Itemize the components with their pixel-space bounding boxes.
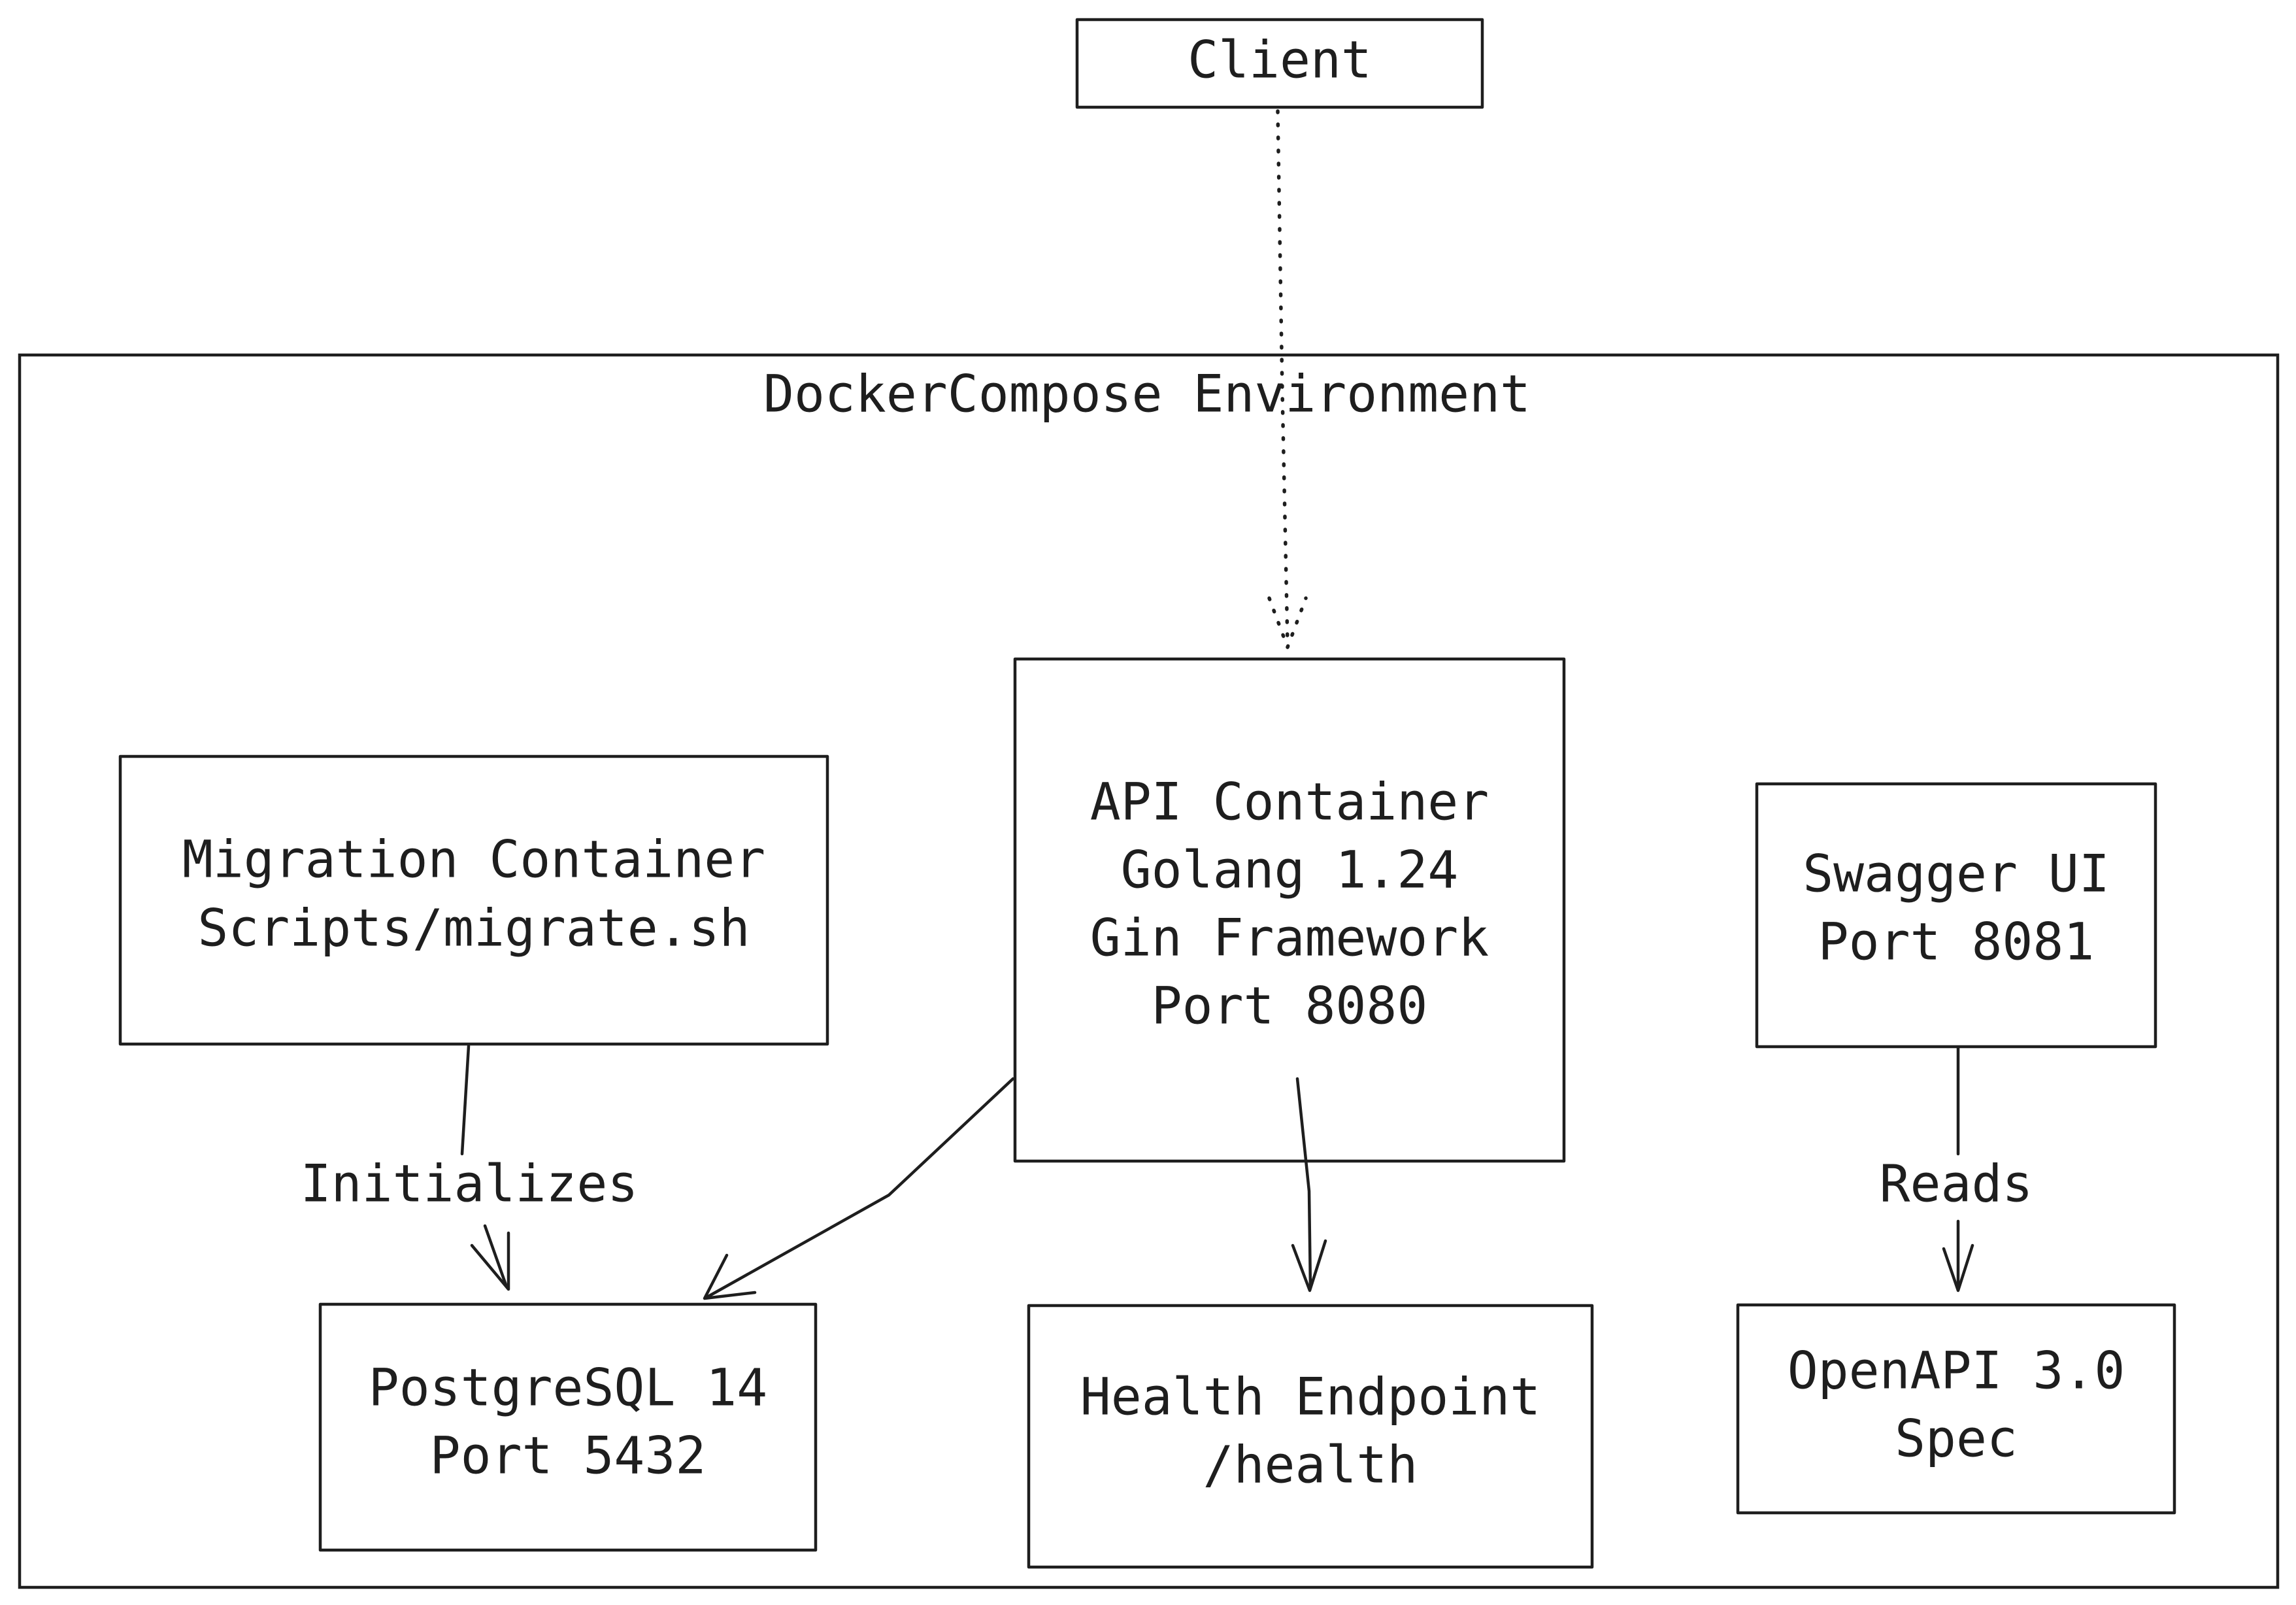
health-endpoint-node: Health Endpoint /health: [1027, 1304, 1594, 1569]
client-label: Client: [1188, 31, 1372, 90]
migration-container-line-2: Scripts/migrate.sh: [197, 899, 750, 958]
edge-api-to-postgres: [703, 1077, 1015, 1300]
edge-client-to-api-arrowhead: [1267, 596, 1308, 649]
edge-migration-to-postgres-arrowhead: [470, 1231, 510, 1291]
edge-swagger-to-openapi-label: Reads: [1880, 1155, 2033, 1213]
postgresql-line-1: PostgreSQL 14: [369, 1359, 767, 1417]
edge-migration-to-postgres-line-top: [460, 1044, 471, 1156]
edge-migration-to-postgres-line-bottom: [483, 1224, 508, 1289]
docker-compose-environment: DockerCompose Environment: [18, 353, 2280, 1589]
health-endpoint-line-2: /health: [1203, 1436, 1418, 1495]
openapi-spec-line-1: OpenAPI 3.0: [1788, 1342, 2125, 1400]
openapi-spec-line-2: Spec: [1895, 1410, 2018, 1468]
postgresql-node: PostgreSQL 14 Port 5432: [318, 1302, 818, 1552]
swagger-ui-node: Swagger UI Port 8081: [1755, 782, 2157, 1049]
migration-container-line-1: Migration Container: [182, 830, 765, 889]
api-container-line-1: API Container: [1090, 773, 1489, 832]
edge-swagger-to-openapi-arrowhead: [1942, 1243, 1974, 1292]
edge-api-to-health-line: [1295, 1077, 1312, 1290]
swagger-ui-line-2: Port 8081: [1818, 913, 2095, 971]
edge-migration-to-postgres: Initializes: [301, 1044, 639, 1291]
api-container-line-3: Gin Framework: [1090, 909, 1489, 968]
edge-client-to-api-line: [1276, 109, 1289, 646]
edge-api-to-postgres-arrowhead: [703, 1253, 757, 1300]
health-endpoint-line-1: Health Endpoint: [1080, 1368, 1540, 1427]
edge-api-to-postgres-line: [704, 1077, 1015, 1300]
edge-client-to-api: [1267, 109, 1308, 649]
edge-migration-to-postgres-label: Initializes: [301, 1155, 639, 1213]
api-container-line-4: Port 8080: [1152, 977, 1428, 1036]
api-container-line-2: Golang 1.24: [1121, 841, 1459, 900]
postgresql-line-2: Port 5432: [430, 1427, 707, 1485]
openapi-spec-node: OpenAPI 3.0 Spec: [1736, 1303, 2176, 1515]
environment-label: DockerCompose Environment: [763, 365, 1531, 424]
api-container-node: API Container Golang 1.24 Gin Framework …: [1013, 657, 1566, 1163]
client-node: Client: [1075, 18, 1484, 109]
edge-swagger-to-openapi: Reads: [1880, 1045, 2033, 1292]
edge-api-to-health-arrowhead: [1291, 1239, 1327, 1292]
swagger-ui-line-1: Swagger UI: [1803, 845, 2110, 904]
edge-api-to-health: [1291, 1077, 1327, 1292]
migration-container-node: Migration Container Scripts/migrate.sh: [118, 754, 829, 1046]
